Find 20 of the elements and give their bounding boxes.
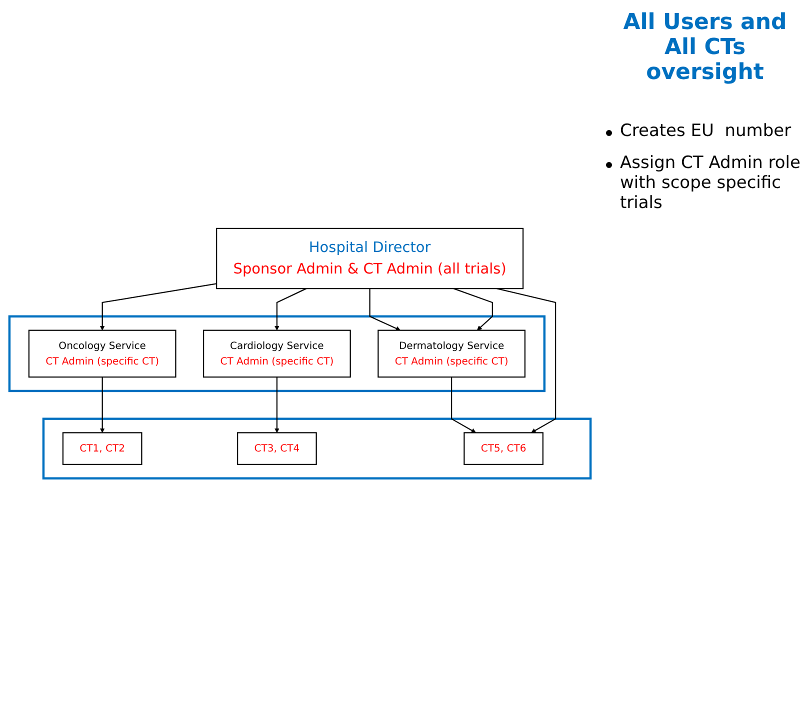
arrow [453, 288, 493, 330]
note-text: All Users and All CTs oversight [622, 10, 788, 85]
arrow [100, 376, 105, 433]
node-box: Dermatology Service CT Admin (specific CT) [378, 329, 526, 378]
arrow [100, 282, 217, 330]
arrow [369, 288, 401, 330]
node-box: CT3, CT4 [237, 432, 317, 465]
arrow [451, 376, 476, 433]
cluster [42, 417, 592, 480]
bullet-text: Creates EU number [620, 121, 792, 141]
node-box: Oncology Service CT Admin (specific CT) [28, 329, 176, 378]
node-box: CT5, CT6 [464, 432, 544, 465]
node-box: Hospital Director Sponsor Admin & CT Admin (all trials) [216, 227, 524, 289]
cluster [8, 314, 546, 392]
arrow [274, 376, 280, 433]
node-box: Cardiology Service CT Admin (specific CT) [202, 329, 351, 378]
node-box: CT1, CT2 [62, 432, 142, 465]
arrow [496, 288, 556, 433]
arrow [274, 288, 307, 330]
bullet-text: Assign CT Admin role with scope specific trials [620, 153, 802, 213]
